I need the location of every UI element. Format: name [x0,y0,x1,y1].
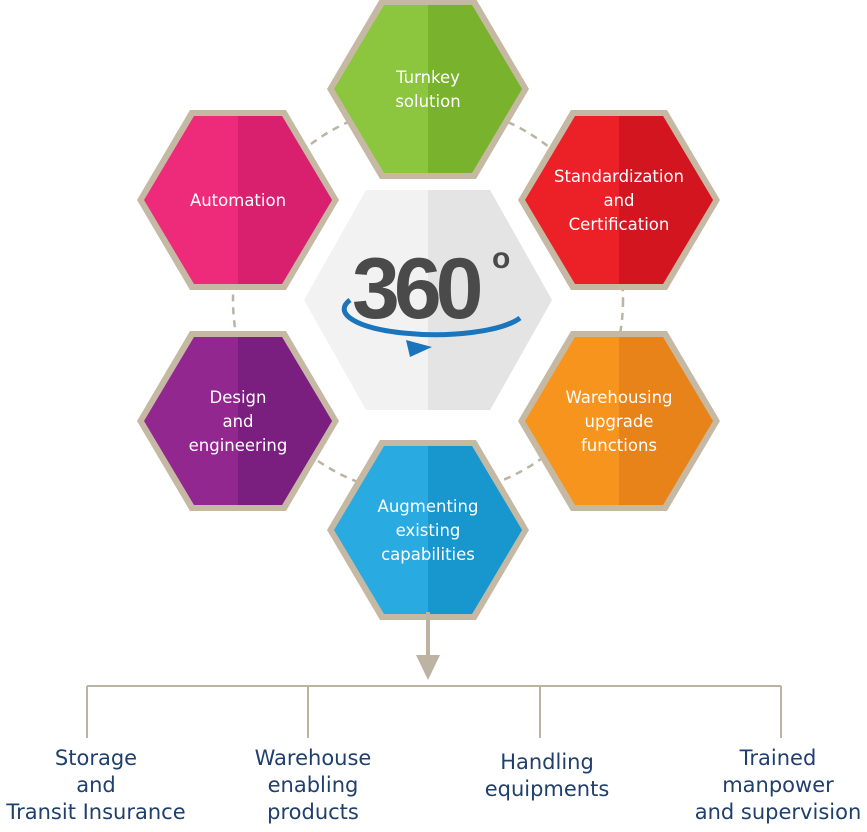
hexagon-turnkey: Turnkey solution [327,0,529,179]
hexagon-shade [619,116,713,284]
outcome-warehouse-products: Warehouse enabling products [208,745,418,826]
center-number: 360 [352,241,481,337]
hexagon-label-line: Design [210,388,267,407]
hexagon-shade [238,337,332,505]
outcome-label-line: products [267,800,359,824]
hexagon-label-line: Warehousing [565,388,672,407]
outcome-label-line: and supervision [694,800,862,824]
hexagon-label-line: existing [396,521,461,540]
hexagon-label-line: Augmenting [378,497,479,516]
hexagon-shade [238,116,332,284]
hexagon-label-line: capabilities [381,545,475,564]
outcome-label-line: Storage [54,746,138,770]
outcome-label-line: Trained [739,746,817,770]
outcome-label-line: equipments [484,777,610,801]
hexagon-group: TurnkeysolutionStandardizationandCertifi… [137,0,720,620]
outcome-label-line: Transit Insurance [6,800,186,824]
connector-ring [231,103,625,497]
hexagon-label-line: Certification [569,215,670,234]
hexagon-label-line: and [222,412,253,431]
hexagon-shade [428,5,522,173]
hexagon-label-line: solution [395,92,460,111]
hexagon-automation: Automation [137,110,339,290]
hexagon-label-line: Automation [190,191,286,210]
outcome-label-line: Warehouse [254,746,372,770]
hexagon-label-line: and [603,191,634,210]
outcome-manpower: Trained manpower and supervision [673,745,867,826]
hexagon-label-line: functions [581,436,657,455]
outcome-handling: Handling equipments [442,749,652,803]
outcome-label-line: enabling [267,773,359,797]
hexagon-label-line: engineering [189,436,288,455]
center-hexagon: 360 o [304,190,552,410]
hexagon-label-line: Turnkey [395,68,460,87]
hexagon-shade [619,337,713,505]
rotation-icon [341,298,522,357]
hexagon-design: Design and engineering [137,331,339,511]
outcome-label-line: Handling [500,750,594,774]
outcome-label-line: and [76,773,116,797]
hexagon-shade [428,446,522,614]
center-degree: o [492,242,510,275]
outcome-label-line: manpower [722,773,834,797]
hexagon-label-line: upgrade [585,412,654,431]
hexagon-label-line: Standardization [554,167,684,186]
hexagon-warehousing: Warehousing upgrade functions [518,331,720,511]
hexagon-augmenting: Augmenting existing capabilities [327,440,529,620]
outcome-bracket [86,685,782,738]
down-arrow [416,612,440,680]
